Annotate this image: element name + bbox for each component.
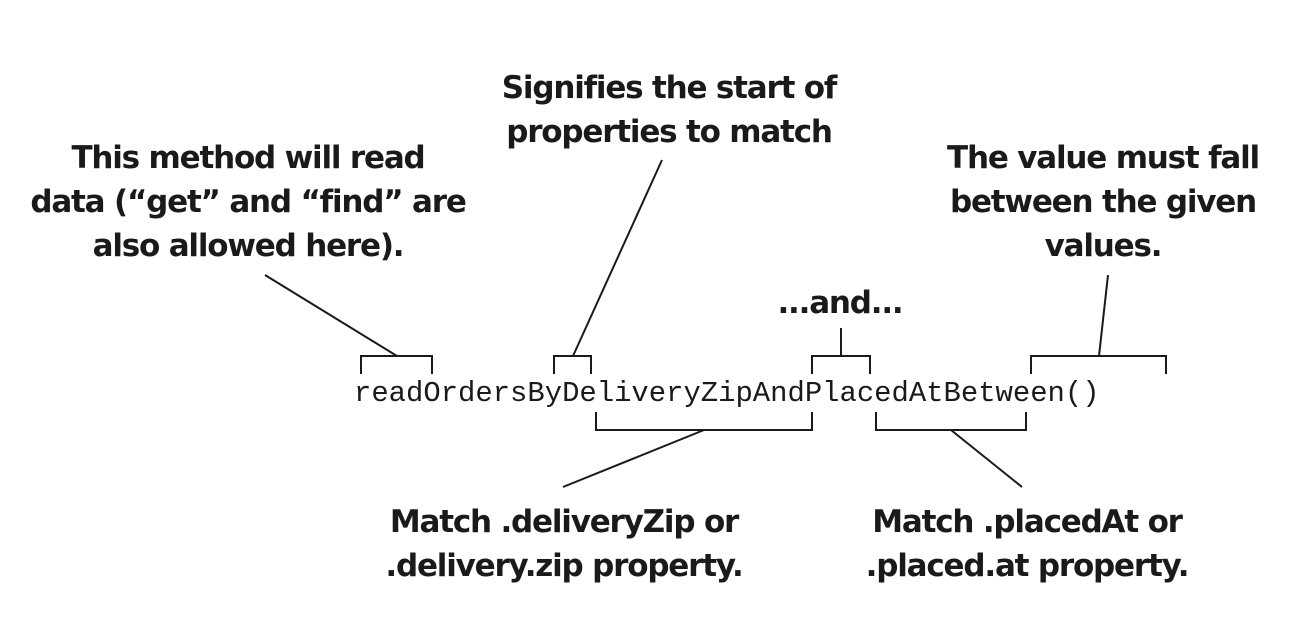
callout-read: This method will read data (“get” and “f… bbox=[18, 136, 478, 268]
bracket-read bbox=[360, 355, 433, 374]
callout-placed-at-line-1: Match .placedAt or bbox=[872, 504, 1183, 540]
bracket-and bbox=[811, 355, 871, 374]
callout-and: ...and... bbox=[760, 281, 920, 325]
method-part-delivery-zip: DeliveryZip bbox=[562, 377, 753, 410]
method-part-orders: Orders bbox=[423, 377, 528, 410]
callout-placed-at: Match .placedAt or .placed.at property. bbox=[852, 500, 1202, 588]
method-part-placed-at: PlacedAt bbox=[804, 377, 944, 410]
callout-read-line-3: also allowed here). bbox=[92, 228, 405, 264]
callout-between-line-3: values. bbox=[1044, 228, 1163, 264]
bracket-delivery-zip bbox=[595, 412, 813, 431]
callout-read-line-2: data (“get” and “find” are bbox=[30, 184, 467, 220]
leader-delivery-zip bbox=[562, 429, 705, 488]
leader-placed-at bbox=[950, 429, 1023, 488]
bracket-between bbox=[1030, 355, 1167, 374]
method-part-by: By bbox=[527, 377, 563, 410]
method-part-read: read bbox=[354, 377, 424, 410]
bracket-placed-at bbox=[875, 412, 1027, 431]
bracket-by bbox=[553, 355, 592, 374]
callout-placed-at-line-2: .placed.at property. bbox=[865, 548, 1190, 584]
method-part-parens: () bbox=[1064, 377, 1100, 410]
method-name: readOrdersByDeliveryZipAndPlacedAtBetwee… bbox=[354, 376, 1100, 412]
method-part-between: Between bbox=[943, 377, 1065, 410]
callout-delivery-zip-line-1: Match .deliveryZip or bbox=[389, 504, 739, 540]
callout-delivery-zip-line-2: .delivery.zip property. bbox=[385, 548, 743, 584]
callout-delivery-zip: Match .deliveryZip or .delivery.zip prop… bbox=[372, 500, 756, 588]
leader-by bbox=[572, 159, 663, 357]
callout-by-line-1: Signifies the start of bbox=[501, 70, 838, 106]
callout-between-line-2: between the given bbox=[949, 184, 1257, 220]
callout-and-line-1: ...and... bbox=[777, 285, 903, 321]
callout-between-line-1: The value must fall bbox=[947, 140, 1260, 176]
leader-between bbox=[1098, 274, 1109, 357]
leader-read bbox=[264, 274, 398, 357]
method-part-and: And bbox=[752, 377, 805, 410]
callout-between: The value must fall between the given va… bbox=[930, 136, 1276, 268]
callout-read-line-1: This method will read bbox=[71, 140, 425, 176]
callout-by-line-2: properties to match bbox=[506, 114, 833, 150]
callout-by: Signifies the start of properties to mat… bbox=[480, 66, 858, 154]
